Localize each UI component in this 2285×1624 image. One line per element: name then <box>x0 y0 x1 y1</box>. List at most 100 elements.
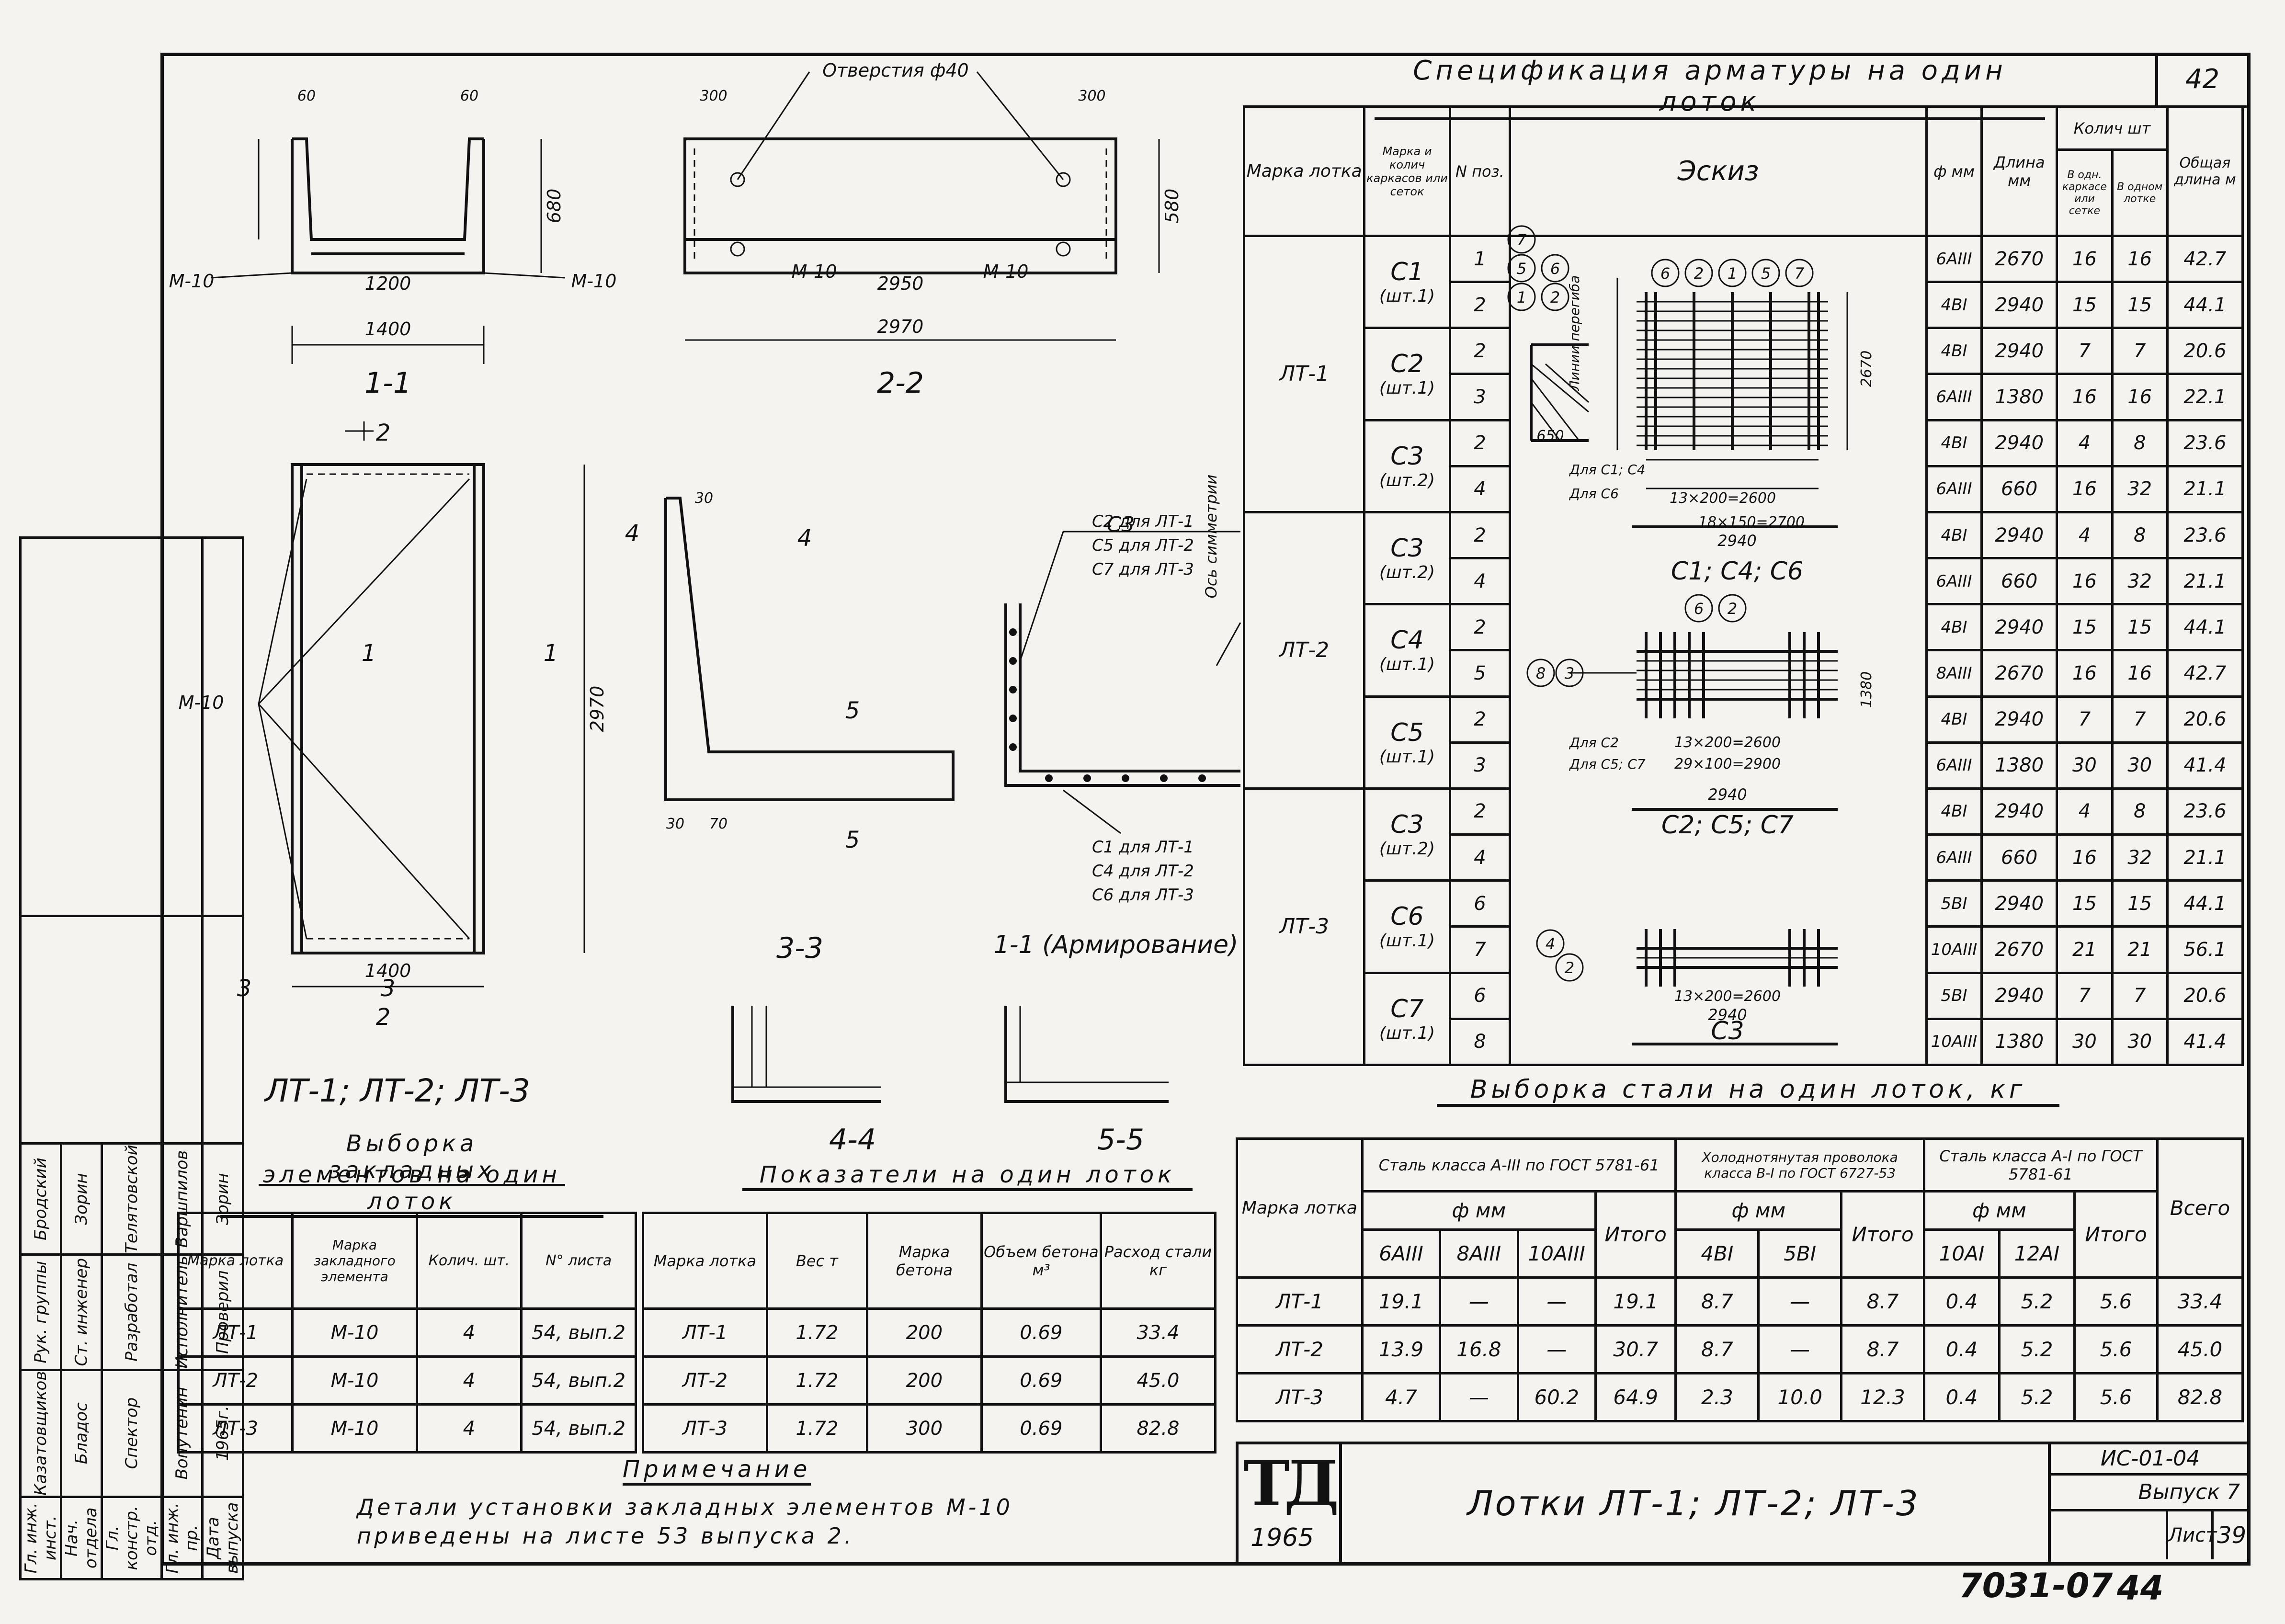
svg-text:300: 300 <box>1078 88 1105 104</box>
spec-total-length: 20.6 <box>2166 971 2244 1020</box>
spec-pos: 5 <box>1448 649 1512 698</box>
embedded-header: Колич. шт. <box>415 1212 523 1310</box>
holes-label: Отверстия ф40 <box>822 60 968 81</box>
spec-length: 1380 <box>1980 1017 2058 1067</box>
steel-value: 8.7 <box>1840 1276 1925 1327</box>
spec-header-qty-one: В одн. каркасе или сетке <box>2056 148 2114 237</box>
spec-pos: 8 <box>1448 1017 1512 1067</box>
steel-value: 5.2 <box>1998 1324 2076 1374</box>
spec-diameter: 5BI <box>1925 879 1983 928</box>
section-5-5-label: 5-5 <box>1097 1123 1144 1157</box>
svg-text:6: 6 <box>1694 600 1704 618</box>
steel-value: — <box>1439 1276 1519 1327</box>
stamp-role: Рук. группы <box>20 1254 61 1370</box>
spec-mesh-name: С4 <box>1390 626 1424 655</box>
page-number-box: 42 <box>2155 53 2247 108</box>
spec-pos: 3 <box>1448 741 1512 790</box>
indicators-row-cell: ЛТ-1 <box>642 1307 768 1358</box>
indicators-header: Вес т <box>765 1212 868 1310</box>
svg-text:Для С1; С4: Для С1; С4 <box>1569 462 1646 477</box>
indicators-header: Расход стали кг <box>1099 1212 1217 1310</box>
steel-tray-mark: ЛТ-2 <box>1236 1324 1364 1374</box>
steel-header-mark: Марка лотка <box>1236 1137 1364 1279</box>
svg-text:1: 1 <box>1728 264 1737 283</box>
svg-text:29×100=2900: 29×100=2900 <box>1674 756 1781 772</box>
spec-table-wrap: Марка лотка Марка и колич каркасов или с… <box>1242 105 2244 1067</box>
sheet-number: 39 <box>2211 1511 2250 1559</box>
svg-text:60: 60 <box>460 88 478 104</box>
svg-text:2: 2 <box>376 420 391 446</box>
spec-mesh-cell: С3(шт.2) <box>1363 419 1451 513</box>
svg-text:4: 4 <box>797 525 812 552</box>
spec-length: 2940 <box>1980 511 2058 560</box>
svg-text:2: 2 <box>1565 959 1574 977</box>
spec-length: 660 <box>1980 465 2058 513</box>
spec-pos: 2 <box>1448 787 1512 836</box>
spec-mesh-cell: С6(шт.1) <box>1363 879 1451 974</box>
drawing-frame <box>160 53 2251 1566</box>
spec-qty-one: 21 <box>2056 925 2114 974</box>
steel-header-col: Итого <box>1594 1190 1677 1279</box>
spec-total-length: 44.1 <box>2166 879 2244 928</box>
steel-header-col: 10AIII <box>1516 1228 1597 1279</box>
svg-text:2670: 2670 <box>1858 351 1875 387</box>
spec-mesh-qty: (шт.1) <box>1379 931 1435 951</box>
embedded-row-cell: 54, вып.2 <box>520 1403 637 1454</box>
spec-qty-one: 30 <box>2056 741 2114 790</box>
spec-qty-one: 30 <box>2056 1017 2114 1067</box>
spec-mesh-cell: С2(шт.1) <box>1363 327 1451 421</box>
svg-text:1400: 1400 <box>365 318 411 340</box>
svg-text:С5 для ЛТ-2: С5 для ЛТ-2 <box>1092 536 1194 555</box>
steel-value: — <box>1439 1372 1519 1422</box>
svg-text:5: 5 <box>845 697 860 724</box>
spec-total-length: 42.7 <box>2166 649 2244 698</box>
embedded-header: N° листа <box>520 1212 637 1310</box>
svg-text:6: 6 <box>1550 260 1560 278</box>
spec-tray-mark: ЛТ-2 <box>1242 511 1366 790</box>
spec-total-length: 56.1 <box>2166 925 2244 974</box>
spec-mesh-name: С3 <box>1390 810 1424 840</box>
svg-text:13×200=2600: 13×200=2600 <box>1674 988 1781 1005</box>
svg-text:2: 2 <box>376 1004 391 1031</box>
doc-code: ИС-01-04 <box>2051 1444 2250 1476</box>
steel-diam-label: ф мм <box>1922 1190 2076 1231</box>
logo-mark: ТД <box>1243 1447 1339 1520</box>
spec-mesh-cell: С7(шт.1) <box>1363 971 1451 1066</box>
indicators-header: Марка бетона <box>865 1212 983 1310</box>
spec-pos: 2 <box>1448 511 1512 560</box>
svg-text:2: 2 <box>1728 600 1737 618</box>
spec-table: Марка лотка Марка и колич каркасов или с… <box>1242 105 2244 1067</box>
svg-text:С2 для ЛТ-1: С2 для ЛТ-1 <box>1092 512 1194 531</box>
spec-total-length: 23.6 <box>2166 787 2244 836</box>
spec-qty-tray: 7 <box>2111 695 2169 744</box>
svg-text:2950: 2950 <box>877 273 924 294</box>
svg-text:7: 7 <box>1517 231 1527 249</box>
steel-tray-mark: ЛТ-1 <box>1236 1276 1364 1327</box>
spec-diameter: 5BI <box>1925 971 1983 1020</box>
svg-text:1380: 1380 <box>1858 671 1875 708</box>
spec-pos: 4 <box>1448 465 1512 513</box>
spec-mesh-name: С3 <box>1390 442 1424 471</box>
spec-header-diam: ф мм <box>1925 105 1983 237</box>
spec-length: 2940 <box>1980 787 2058 836</box>
spec-mesh-cell: С5(шт.1) <box>1363 695 1451 790</box>
indicators-row-cell: 1.72 <box>765 1403 868 1454</box>
svg-text:680: 680 <box>544 189 565 224</box>
svg-text:30: 30 <box>666 816 684 832</box>
spec-diameter: 4BI <box>1925 327 1983 375</box>
spec-mesh-qty: (шт.2) <box>1379 470 1435 490</box>
spec-length: 2670 <box>1980 925 2058 974</box>
note-title: Примечание <box>623 1456 811 1486</box>
svg-text:3: 3 <box>1565 664 1574 682</box>
spec-qty-tray: 16 <box>2111 649 2169 698</box>
steel-table: Марка лотка Сталь класса А-III по ГОСТ 5… <box>1236 1137 2244 1422</box>
svg-text:С1 для ЛТ-1: С1 для ЛТ-1 <box>1092 838 1194 857</box>
spec-total-length: 41.4 <box>2166 741 2244 790</box>
